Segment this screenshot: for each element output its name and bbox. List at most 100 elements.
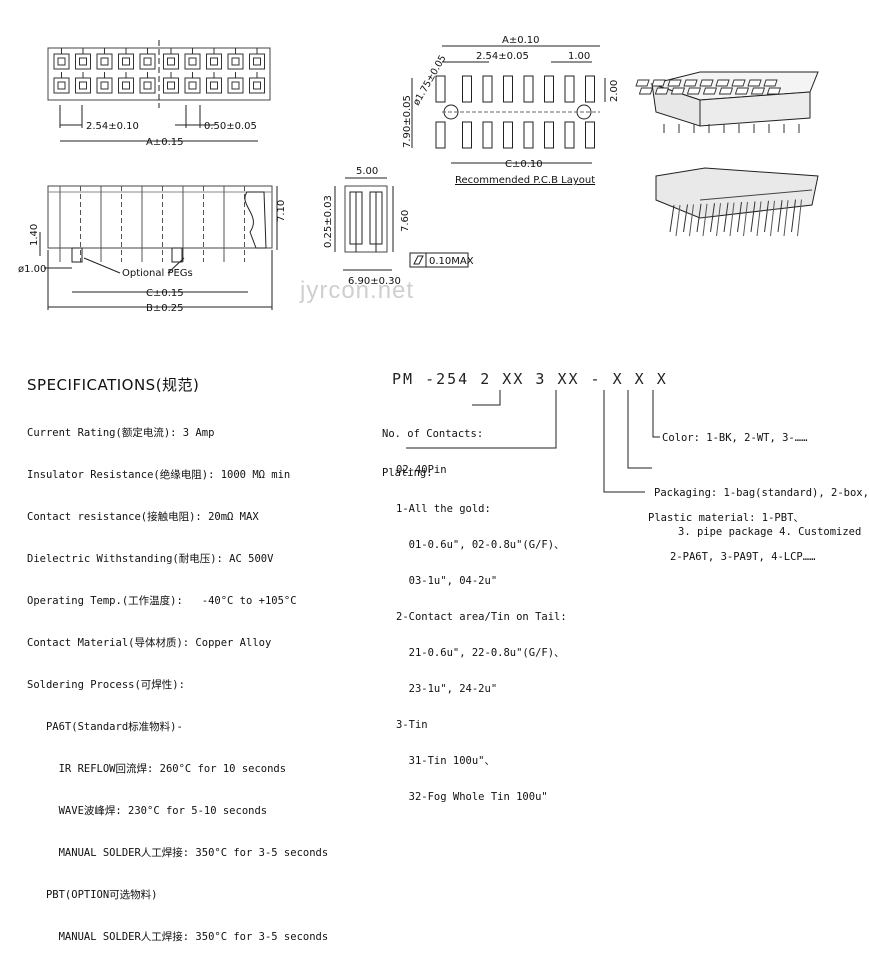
end-gap-label: 0.25±0.03 — [323, 195, 334, 248]
pcb-pad — [564, 121, 575, 149]
dim-c-side-label: C±0.15 — [146, 288, 184, 299]
iso-contact-cell — [699, 79, 714, 87]
iso-pin — [683, 204, 688, 233]
pcb-pad — [585, 75, 595, 103]
plating-block: Plating: 1-All the gold: 01-0.6u", 02-0.… — [382, 443, 567, 815]
plating-line: 32-Fog Whole Tin 100u" — [396, 791, 548, 803]
spec-line: Contact resistance(接触电阻): 20mΩ MAX — [27, 511, 259, 523]
iso-contact-cell — [670, 87, 686, 95]
pcb-pad — [482, 75, 493, 103]
pcb-dim-c-label: C±0.10 — [505, 159, 543, 170]
pcb-pad — [462, 121, 472, 149]
iso-pin — [797, 199, 802, 237]
plating-line: 31-Tin 100u"、 — [396, 755, 496, 767]
contact-hole — [188, 57, 197, 66]
packaging-line: Packaging: 1-bag(standard), 2-box, — [654, 487, 869, 499]
dim-peg-height-label: 1.40 — [29, 224, 40, 246]
contact-hole — [167, 57, 175, 66]
contact-hole — [100, 81, 109, 90]
pcb-caption: Recommended P.C.B Layout — [455, 175, 595, 186]
plating-line: 01-0.6u", 02-0.8u"(G/F)、 — [396, 539, 565, 551]
pcb-pad — [462, 75, 472, 103]
iso-pin — [710, 203, 715, 233]
iso-contact-cell — [654, 87, 670, 95]
spec-line: Current Rating(额定电流): 3 Amp — [27, 427, 215, 439]
end-height-label: 7.60 — [400, 210, 411, 232]
spec-line: WAVE波峰焊: 230°C for 5-10 seconds — [27, 805, 268, 817]
contact-hole — [79, 57, 87, 66]
pcb-pad — [523, 121, 534, 149]
contact-cell — [75, 53, 91, 70]
pcb-pad — [544, 75, 554, 103]
iso-pin — [791, 199, 796, 233]
plating-line: 21-0.6u", 22-0.8u"(G/F)、 — [396, 647, 565, 659]
iso-contact-cell — [750, 87, 766, 95]
pcb-pad — [503, 121, 513, 149]
iso-view-top — [635, 71, 819, 133]
side-view-pins — [59, 186, 245, 262]
contact-cell — [206, 77, 222, 94]
contact-cell — [227, 53, 244, 70]
spec-line: MANUAL SOLDER人工焊接: 350°C for 3-5 seconds — [27, 847, 329, 859]
iso-pin — [756, 201, 762, 237]
plating-line: 1-All the gold: — [396, 503, 491, 515]
contact-cell — [139, 53, 156, 70]
contacts-value: 02-40Pin — [396, 464, 447, 476]
plating-line: 2-Contact area/Tin on Tail: — [396, 611, 567, 623]
spec-line: PA6T(Standard标准物料)- — [27, 721, 183, 733]
contact-hole — [122, 81, 130, 90]
contact-hole — [100, 57, 109, 66]
color-option: Color: 1-BK, 2-WT, 3-…… — [662, 432, 808, 444]
iso-pin — [764, 200, 769, 233]
contact-cell — [118, 77, 134, 94]
part-number-leaders — [406, 390, 660, 493]
iso-pin — [702, 203, 708, 237]
contact-cell — [163, 77, 179, 94]
specs-list: Current Rating(额定电流): 3 Amp Insulator Re… — [27, 398, 328, 958]
pcb-pad — [482, 121, 493, 149]
plastic-line: Plastic material: 1-PBT、 — [648, 512, 804, 524]
iso-contact-cell — [683, 79, 698, 87]
iso-contact-cell — [686, 87, 702, 95]
plating-line: Plating: — [382, 467, 433, 479]
contact-hole — [231, 81, 240, 90]
pcb-pad — [523, 75, 534, 103]
part-number-code: PM -254 2 XX 3 XX - X X X — [392, 370, 668, 388]
pcb-pad — [503, 75, 513, 103]
end-width-label: 5.00 — [356, 166, 378, 177]
top-view-contacts — [53, 48, 265, 94]
top-view: 2.54±0.10 0.50±0.05 A±0.15 — [47, 40, 271, 148]
contact-cell — [184, 53, 201, 70]
pcb-pad — [585, 121, 595, 149]
plating-line: 3-Tin — [396, 719, 428, 731]
contacts-block: No. of Contacts: 02-40Pin — [382, 404, 483, 488]
iso-pin — [743, 201, 748, 237]
contact-cell — [163, 53, 179, 70]
contact-hole — [143, 57, 152, 66]
iso-contact-cell — [651, 79, 666, 87]
dim-pin-label: 0.50±0.05 — [204, 121, 257, 132]
plating-line: 23-1u", 24-2u" — [396, 683, 498, 695]
spec-line: PBT(OPTION可选物料) — [27, 889, 158, 901]
dim-height-label: 7.10 — [276, 200, 287, 222]
contact-cell — [53, 53, 70, 70]
contact-hole — [122, 57, 130, 66]
iso-contact-cell — [763, 79, 778, 87]
iso-pin — [737, 201, 742, 233]
contact-cell — [249, 77, 265, 94]
side-view: 7.10 1.40 ø1.00 Optional PEGs C±0.15 B±0… — [18, 185, 287, 314]
iso-pin — [750, 201, 756, 233]
iso-pin — [669, 204, 675, 233]
dim-peg-diameter-label: ø1.00 — [18, 264, 46, 275]
contact-cell — [227, 77, 244, 94]
pcb-pad — [564, 75, 575, 103]
iso-contact-cell — [734, 87, 750, 95]
dim-a-top-label: A±0.15 — [146, 137, 184, 148]
contact-cell — [53, 77, 70, 94]
technical-drawing: 2.54±0.10 0.50±0.05 A±0.15 7.10 1.40 ø1.… — [18, 35, 819, 493]
iso-view-bottom — [655, 167, 819, 237]
pcb-pads — [435, 75, 595, 149]
iso-pin — [770, 200, 775, 237]
iso-contact-cell — [702, 87, 718, 95]
contact-cell — [249, 53, 265, 70]
